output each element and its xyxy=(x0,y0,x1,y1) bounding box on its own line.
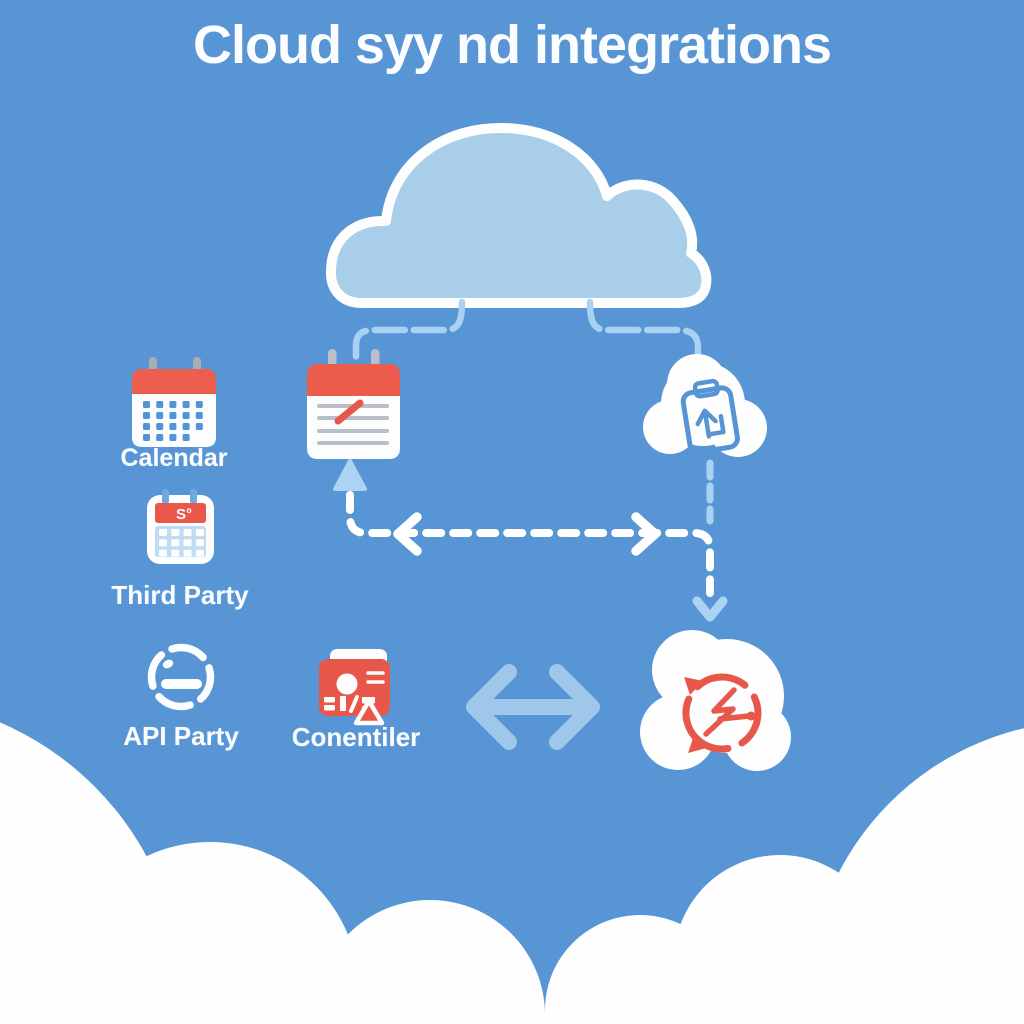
contact-card-icon xyxy=(319,649,390,726)
cloud-clipboard-icon xyxy=(643,354,767,457)
third-party-badge: S° xyxy=(176,506,192,523)
pencil-mark xyxy=(334,399,364,425)
calendar-node-label: Calendar xyxy=(120,444,228,472)
sync-flow-line xyxy=(333,459,728,622)
big-cloud-icon xyxy=(325,122,712,308)
conentiler-node-label: Conentiler xyxy=(291,722,421,752)
api-party-node-label: API Party xyxy=(123,721,239,751)
sync-cloud-icon xyxy=(640,630,791,771)
notes-calendar-icon xyxy=(307,349,400,459)
right-arrowhead-icon xyxy=(631,512,660,556)
third-party-node-label: Third Party xyxy=(111,580,249,610)
double-arrow-icon xyxy=(466,664,600,750)
left-arrowhead-icon xyxy=(393,512,422,556)
bottom-clouds xyxy=(0,722,1024,1024)
cloud-connector-left xyxy=(352,298,466,361)
cloud-connector-right xyxy=(586,298,702,363)
down-arrowhead-icon xyxy=(692,596,728,622)
third-party-calendar-icon: S° xyxy=(147,489,214,564)
api-circle-icon xyxy=(147,643,215,711)
up-arrowhead-icon xyxy=(333,459,367,491)
page-title: Cloud syy nd integrations xyxy=(192,15,832,75)
calendar-icon xyxy=(132,357,216,447)
